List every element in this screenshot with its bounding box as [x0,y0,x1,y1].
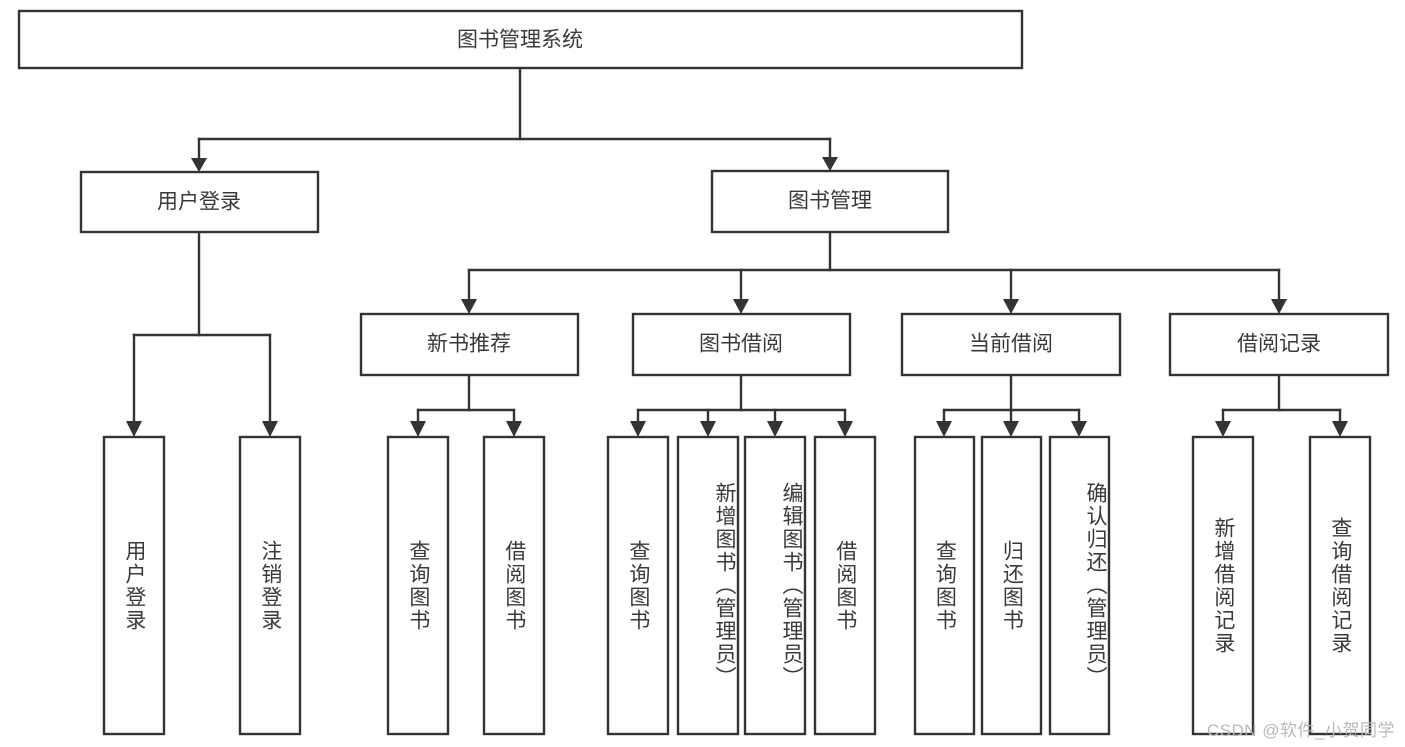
node-box-leaf-add-book[interactable] [676,435,740,736]
arrow-head-current-borrow [1003,299,1019,314]
node-box-leaf-add-borrow-record[interactable] [1191,435,1255,736]
arrow-head-book-management [822,157,838,171]
node-box-leaf-query-book-new[interactable] [386,435,450,736]
arrow-head-leaf-user-login [126,421,142,437]
node-box-new-book-recommend[interactable] [359,312,580,377]
node-box-leaf-user-logout[interactable] [238,435,302,736]
arrow-head-user-login [191,158,207,172]
node-label-borrow-record: 借阅记录 [1237,333,1321,356]
node-box-leaf-return-book[interactable] [980,435,1043,736]
connector-layer [126,66,1348,437]
node-box-book-management[interactable] [710,169,950,234]
node-label-user-login: 用户登录 [157,191,241,214]
arrow-head-new-book-recommend [461,299,477,314]
arrow-head-leaf-user-logout [262,421,278,437]
node-label-book-management: 图书管理 [788,190,872,213]
node-box-borrow-record[interactable] [1168,312,1390,377]
node-box-leaf-borrow-book-new[interactable] [482,435,546,736]
arrow-head-borrow-book [837,421,853,437]
node-box-book-borrow[interactable] [631,312,852,377]
node-box-leaf-query-book-borrow[interactable] [606,435,670,736]
arrow-head-add-book [700,421,716,437]
node-label-new-book-recommend: 新书推荐 [427,333,511,356]
node-box-user-login[interactable] [79,170,320,234]
node-box-current-borrow[interactable] [900,312,1122,377]
node-box-leaf-user-login[interactable] [102,435,166,736]
node-box-leaf-borrow-book[interactable] [813,435,877,736]
node-box-leaf-query-borrow-record[interactable] [1308,435,1372,736]
arrow-head-edit-book [767,421,783,437]
watermark-text: CSDN @软件_小贺同学 [1206,721,1395,740]
node-box-leaf-confirm-return[interactable] [1048,435,1111,736]
node-box-leaf-edit-book[interactable] [743,435,807,736]
arrow-head-return-book [1003,421,1019,437]
arrow-head-query-book-current [936,421,952,437]
node-label-current-borrow: 当前借阅 [969,333,1053,356]
arrow-head-add-borrow-record [1215,421,1231,437]
arrow-head-confirm-return [1071,421,1087,437]
arrow-head-query-borrow-record [1332,421,1348,437]
arrow-head-query-book-new [410,421,426,437]
arrow-head-borrow-book-new [506,421,522,437]
arrow-head-query-book-borrow [630,421,646,437]
node-box-leaf-query-book-current[interactable] [913,435,976,736]
node-label-book-borrow: 图书借阅 [699,333,783,356]
node-label-root: 图书管理系统 [457,29,583,52]
node-layer: 图书管理系统 用户登录 图书管理 新书推荐 图书借阅 当前借阅 借阅记录 [17,9,1390,736]
arrow-head-borrow-record [1271,299,1287,314]
arrow-head-book-borrow [733,299,749,314]
node-box-root[interactable] [17,9,1024,70]
